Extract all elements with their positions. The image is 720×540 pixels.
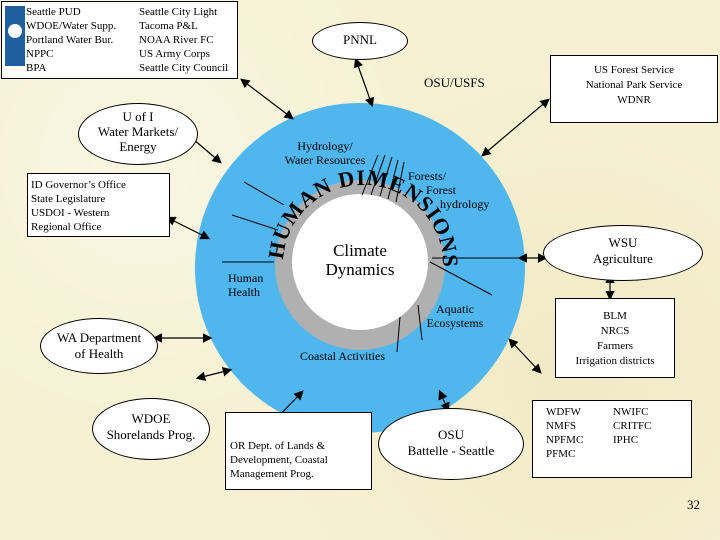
utility-item: Seattle City Council	[139, 62, 229, 74]
wsu-label: WSU Agriculture	[544, 235, 702, 267]
wdfw-item: PFMC	[546, 448, 576, 460]
sector-coastal: Coastal Activities	[300, 349, 420, 364]
osu-usfs-label: OSU/USFS	[424, 75, 485, 90]
u-of-i-label: U of I Water Markets/ Energy	[79, 109, 197, 154]
wsu-line: WSU	[608, 235, 638, 250]
forest-service-item: WDNR	[617, 94, 651, 106]
utility-logo-icon	[5, 6, 25, 66]
id-governor-box: ID Governor’s Office State Legislature U…	[27, 173, 170, 237]
sector-aquatic: Aquatic Ecosystems	[412, 302, 498, 331]
pnnl-node: PNNL	[312, 22, 408, 60]
pnnl-label: PNNL	[343, 32, 377, 47]
forest-service-item: US Forest Service	[593, 64, 675, 76]
u-of-i-node: U of I Water Markets/ Energy	[78, 103, 198, 165]
wdfw-item: NPFMC	[546, 434, 584, 446]
center-title-line1: Climate	[333, 241, 387, 260]
id-governor-item: ID Governor’s Office	[31, 179, 126, 191]
utility-item: WDOE/Water Supp.	[26, 20, 117, 32]
wdfw-item: NWIFC	[613, 406, 649, 418]
wsu-line: Agriculture	[593, 251, 653, 266]
utility-item: BPA	[26, 62, 47, 74]
blm-item: Farmers	[596, 340, 634, 352]
wa-health-line: WA Department	[56, 330, 142, 345]
utility-item: Seattle PUD	[26, 6, 81, 18]
blm-box: BLM NRCS Farmers Irrigation districts	[555, 298, 675, 378]
wsu-node: WSU Agriculture	[543, 225, 703, 281]
center-title: Climate Dynamics	[305, 241, 415, 279]
blm-item: Irrigation districts	[575, 355, 655, 367]
u-of-i-line: Energy	[119, 139, 157, 154]
wdfw-col2: NWIFC CRITFC IPHC	[613, 405, 683, 447]
utility-item: US Army Corps	[139, 48, 210, 60]
wdoe-node: WDOE Shorelands Prog.	[92, 398, 210, 460]
wdoe-line: WDOE	[131, 411, 171, 426]
sector-forests: Forests/ Forest hydrology	[408, 169, 503, 211]
center-title-line2: Dynamics	[325, 259, 395, 279]
or-dept-list: OR Dept. of Lands & Development, Coastal…	[230, 439, 370, 481]
wdfw-item: CRITFC	[613, 420, 652, 432]
blm-list: BLM NRCS Farmers Irrigation districts	[556, 309, 674, 369]
utility-item: Tacoma P&L	[139, 20, 198, 32]
osu-battelle-line: Battelle - Seattle	[407, 443, 495, 458]
sector-hydrology: Hydrology/ Water Resources	[272, 139, 378, 168]
wa-health-node: WA Department of Health	[40, 318, 158, 374]
sector-human-health-line1: Human	[228, 271, 264, 285]
or-dept-line: Development, Coastal	[230, 454, 328, 466]
sector-forests-line3: hydrology	[440, 196, 490, 211]
osu-battelle-label: OSU Battelle - Seattle	[379, 427, 523, 459]
or-dept-box: OR Dept. of Lands & Development, Coastal…	[225, 412, 372, 490]
osu-battelle-line: OSU	[437, 427, 464, 442]
forest-service-list: US Forest Service National Park Service …	[551, 63, 717, 108]
sector-human-health-line2: Health	[228, 284, 260, 299]
blm-item: BLM	[603, 310, 627, 322]
utility-item: NOAA River FC	[139, 34, 214, 46]
or-dept-line: OR Dept. of Lands &	[230, 440, 326, 452]
wa-health-label: WA Department of Health	[41, 330, 157, 362]
id-governor-item: USDOI - Western	[31, 207, 110, 219]
sector-aquatic-line2: Ecosystems	[426, 315, 484, 330]
utility-item: NPPC	[26, 48, 54, 60]
sector-human-health: Human Health	[228, 271, 278, 300]
core-circle	[292, 194, 428, 330]
page-number: 32	[687, 497, 700, 512]
or-dept-line: Management Prog.	[230, 468, 314, 480]
sector-forests-line2: Forest	[426, 182, 456, 197]
wdoe-label: WDOE Shorelands Prog.	[93, 411, 209, 443]
u-of-i-line: Water Markets/	[97, 124, 179, 139]
utilities-col1: Seattle PUD WDOE/Water Supp. Portland Wa…	[26, 5, 134, 75]
utilities-box: Seattle PUD WDOE/Water Supp. Portland Wa…	[1, 1, 238, 79]
sector-dividers	[222, 154, 525, 353]
wdfw-item: WDFW	[546, 406, 581, 418]
id-governor-item: State Legislature	[31, 193, 106, 205]
wdfw-col1: WDFW NMFS NPFMC PFMC	[546, 405, 606, 461]
utility-item: Portland Water Bur.	[26, 34, 114, 46]
sector-hydrology-line1: Hydrology/	[297, 139, 353, 153]
u-of-i-line: U of I	[122, 109, 154, 124]
blm-item: NRCS	[600, 325, 630, 337]
forest-service-item: National Park Service	[585, 79, 683, 91]
sector-hydrology-line2: Water Resources	[284, 152, 366, 167]
wdfw-item: NMFS	[546, 420, 576, 432]
utilities-col2: Seattle City Light Tacoma P&L NOAA River…	[139, 5, 239, 75]
wdfw-item: IPHC	[613, 434, 639, 446]
utility-item: Seattle City Light	[139, 6, 218, 18]
id-governor-list: ID Governor’s Office State Legislature U…	[31, 178, 169, 234]
sector-aquatic-line1: Aquatic	[436, 302, 474, 316]
forest-service-box: US Forest Service National Park Service …	[550, 55, 718, 123]
id-governor-item: Regional Office	[31, 221, 102, 233]
wa-health-line: of Health	[74, 346, 124, 361]
osu-battelle-node: OSU Battelle - Seattle	[378, 408, 524, 480]
sector-forests-line1: Forests/	[408, 169, 447, 183]
wdfw-box: WDFW NMFS NPFMC PFMC NWIFC CRITFC IPHC	[532, 400, 692, 478]
wdoe-line: Shorelands Prog.	[106, 427, 196, 442]
sector-coastal-label: Coastal Activities	[300, 349, 385, 363]
